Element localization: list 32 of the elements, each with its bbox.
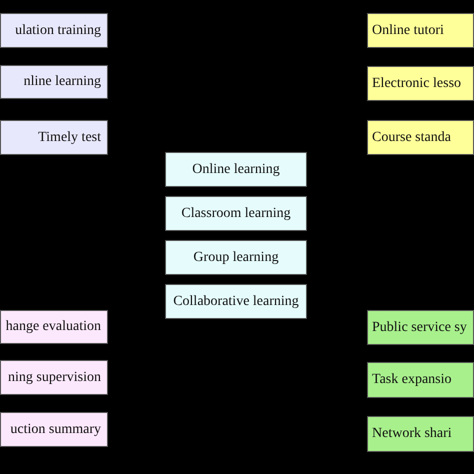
- box-label: Group learning: [193, 250, 279, 266]
- process-box: [367, 66, 474, 101]
- process-box: [367, 362, 474, 398]
- box-label: Public service sy: [372, 320, 467, 336]
- box-label: ulation training: [15, 22, 101, 38]
- box-label: Timely test: [38, 130, 101, 146]
- process-box: [0, 360, 108, 395]
- process-box: [0, 13, 108, 48]
- box-label: Task expansio: [372, 372, 452, 388]
- process-box: [367, 416, 474, 452]
- box-label: hange evaluation: [6, 319, 101, 335]
- process-box: [0, 412, 108, 447]
- box-label: uction summary: [10, 422, 101, 438]
- box-label: Classroom learning: [181, 206, 291, 222]
- process-box: [367, 120, 474, 155]
- process-box: [165, 284, 307, 319]
- box-label: Collaborative learning: [173, 294, 299, 310]
- process-box: [165, 152, 307, 187]
- box-label: nline learning: [24, 74, 101, 90]
- process-box: [165, 240, 307, 275]
- box-label: Network shari: [372, 426, 452, 442]
- process-box: [367, 310, 474, 345]
- box-label: Course standa: [372, 130, 451, 146]
- box-label: Electronic lesso: [372, 76, 462, 92]
- box-label: Online tutori: [372, 22, 444, 38]
- process-box: [0, 310, 108, 344]
- box-label: ning supervision: [8, 370, 101, 386]
- process-box: [0, 120, 108, 155]
- process-box: [165, 196, 307, 231]
- box-label: Online learning: [192, 162, 280, 178]
- process-box: [367, 13, 474, 48]
- process-box: [0, 65, 108, 99]
